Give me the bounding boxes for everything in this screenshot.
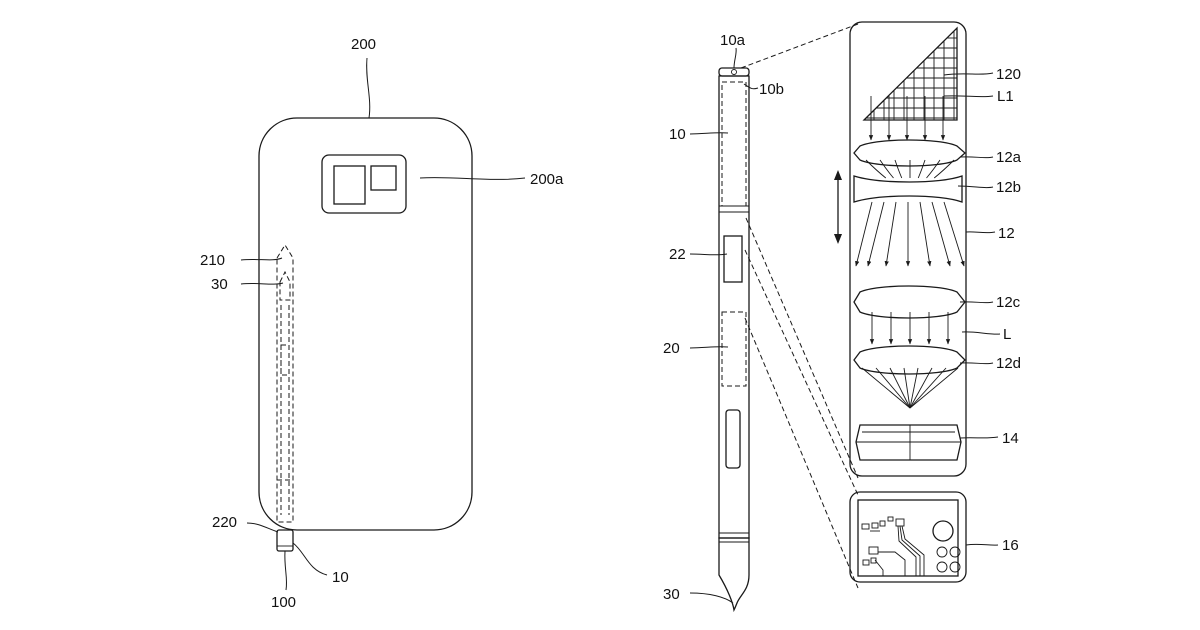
label-pen-end-left: 10: [332, 569, 349, 586]
label-optics: 12: [998, 225, 1015, 242]
pen-tip: [718, 537, 750, 613]
label-device: 200: [351, 36, 376, 53]
pen-circuit: [723, 235, 743, 283]
device-figure: 200 200a 210 30 220 100 10: [200, 36, 564, 611]
label-cap-a: 10a: [720, 32, 746, 49]
label-light: L: [1003, 326, 1011, 343]
label-pen-upper: 10: [669, 126, 686, 143]
pen-upper-module: [721, 81, 747, 207]
device-body: [258, 117, 473, 531]
label-board: 16: [1002, 537, 1019, 554]
camera-module: [321, 154, 407, 214]
lens-d: [853, 345, 966, 375]
label-slot: 210: [200, 252, 225, 269]
display-panel: [862, 26, 958, 121]
label-device-back: 200a: [530, 171, 564, 188]
light-rays: [855, 96, 965, 409]
pen-button: [725, 409, 741, 469]
projection-lines: [740, 23, 859, 589]
pen-cap: [718, 67, 750, 77]
label-pen-tip-left: 30: [211, 276, 228, 293]
label-lens-a: 12a: [996, 149, 1022, 166]
pen-in-slot: [276, 244, 294, 523]
label-lens-d: 12d: [996, 355, 1021, 372]
optics-enlargement: 120 L1 12a 12b 12 12c L 12d 14 16: [834, 21, 1022, 583]
label-pen-tip-right: 30: [663, 586, 680, 603]
focus-adjust-arrow: [834, 170, 842, 244]
label-slot-opening: 220: [212, 514, 237, 531]
label-lens-c: 12c: [996, 294, 1021, 311]
pen-figure: 10a 10b 10 22 20 30: [663, 32, 784, 613]
pen-body: [718, 75, 750, 539]
label-cap-b: 10b: [759, 81, 784, 98]
circuit-board: [849, 491, 967, 583]
label-pen-circuit: 22: [669, 246, 686, 263]
label-light-1: L1: [997, 88, 1014, 105]
lens-b: [853, 175, 963, 203]
label-display-panel: 120: [996, 66, 1021, 83]
lens-c: [853, 285, 966, 319]
label-lens-b: 12b: [996, 179, 1021, 196]
pen-protruding-end: [276, 529, 294, 552]
image-sensor: [855, 424, 962, 461]
pen-middle-module: [721, 311, 747, 387]
optics-housing: [849, 21, 967, 477]
label-sensor: 14: [1002, 430, 1019, 447]
label-pen-middle: 20: [663, 340, 680, 357]
label-pen-body-left: 100: [271, 594, 296, 611]
lens-a: [853, 139, 966, 167]
